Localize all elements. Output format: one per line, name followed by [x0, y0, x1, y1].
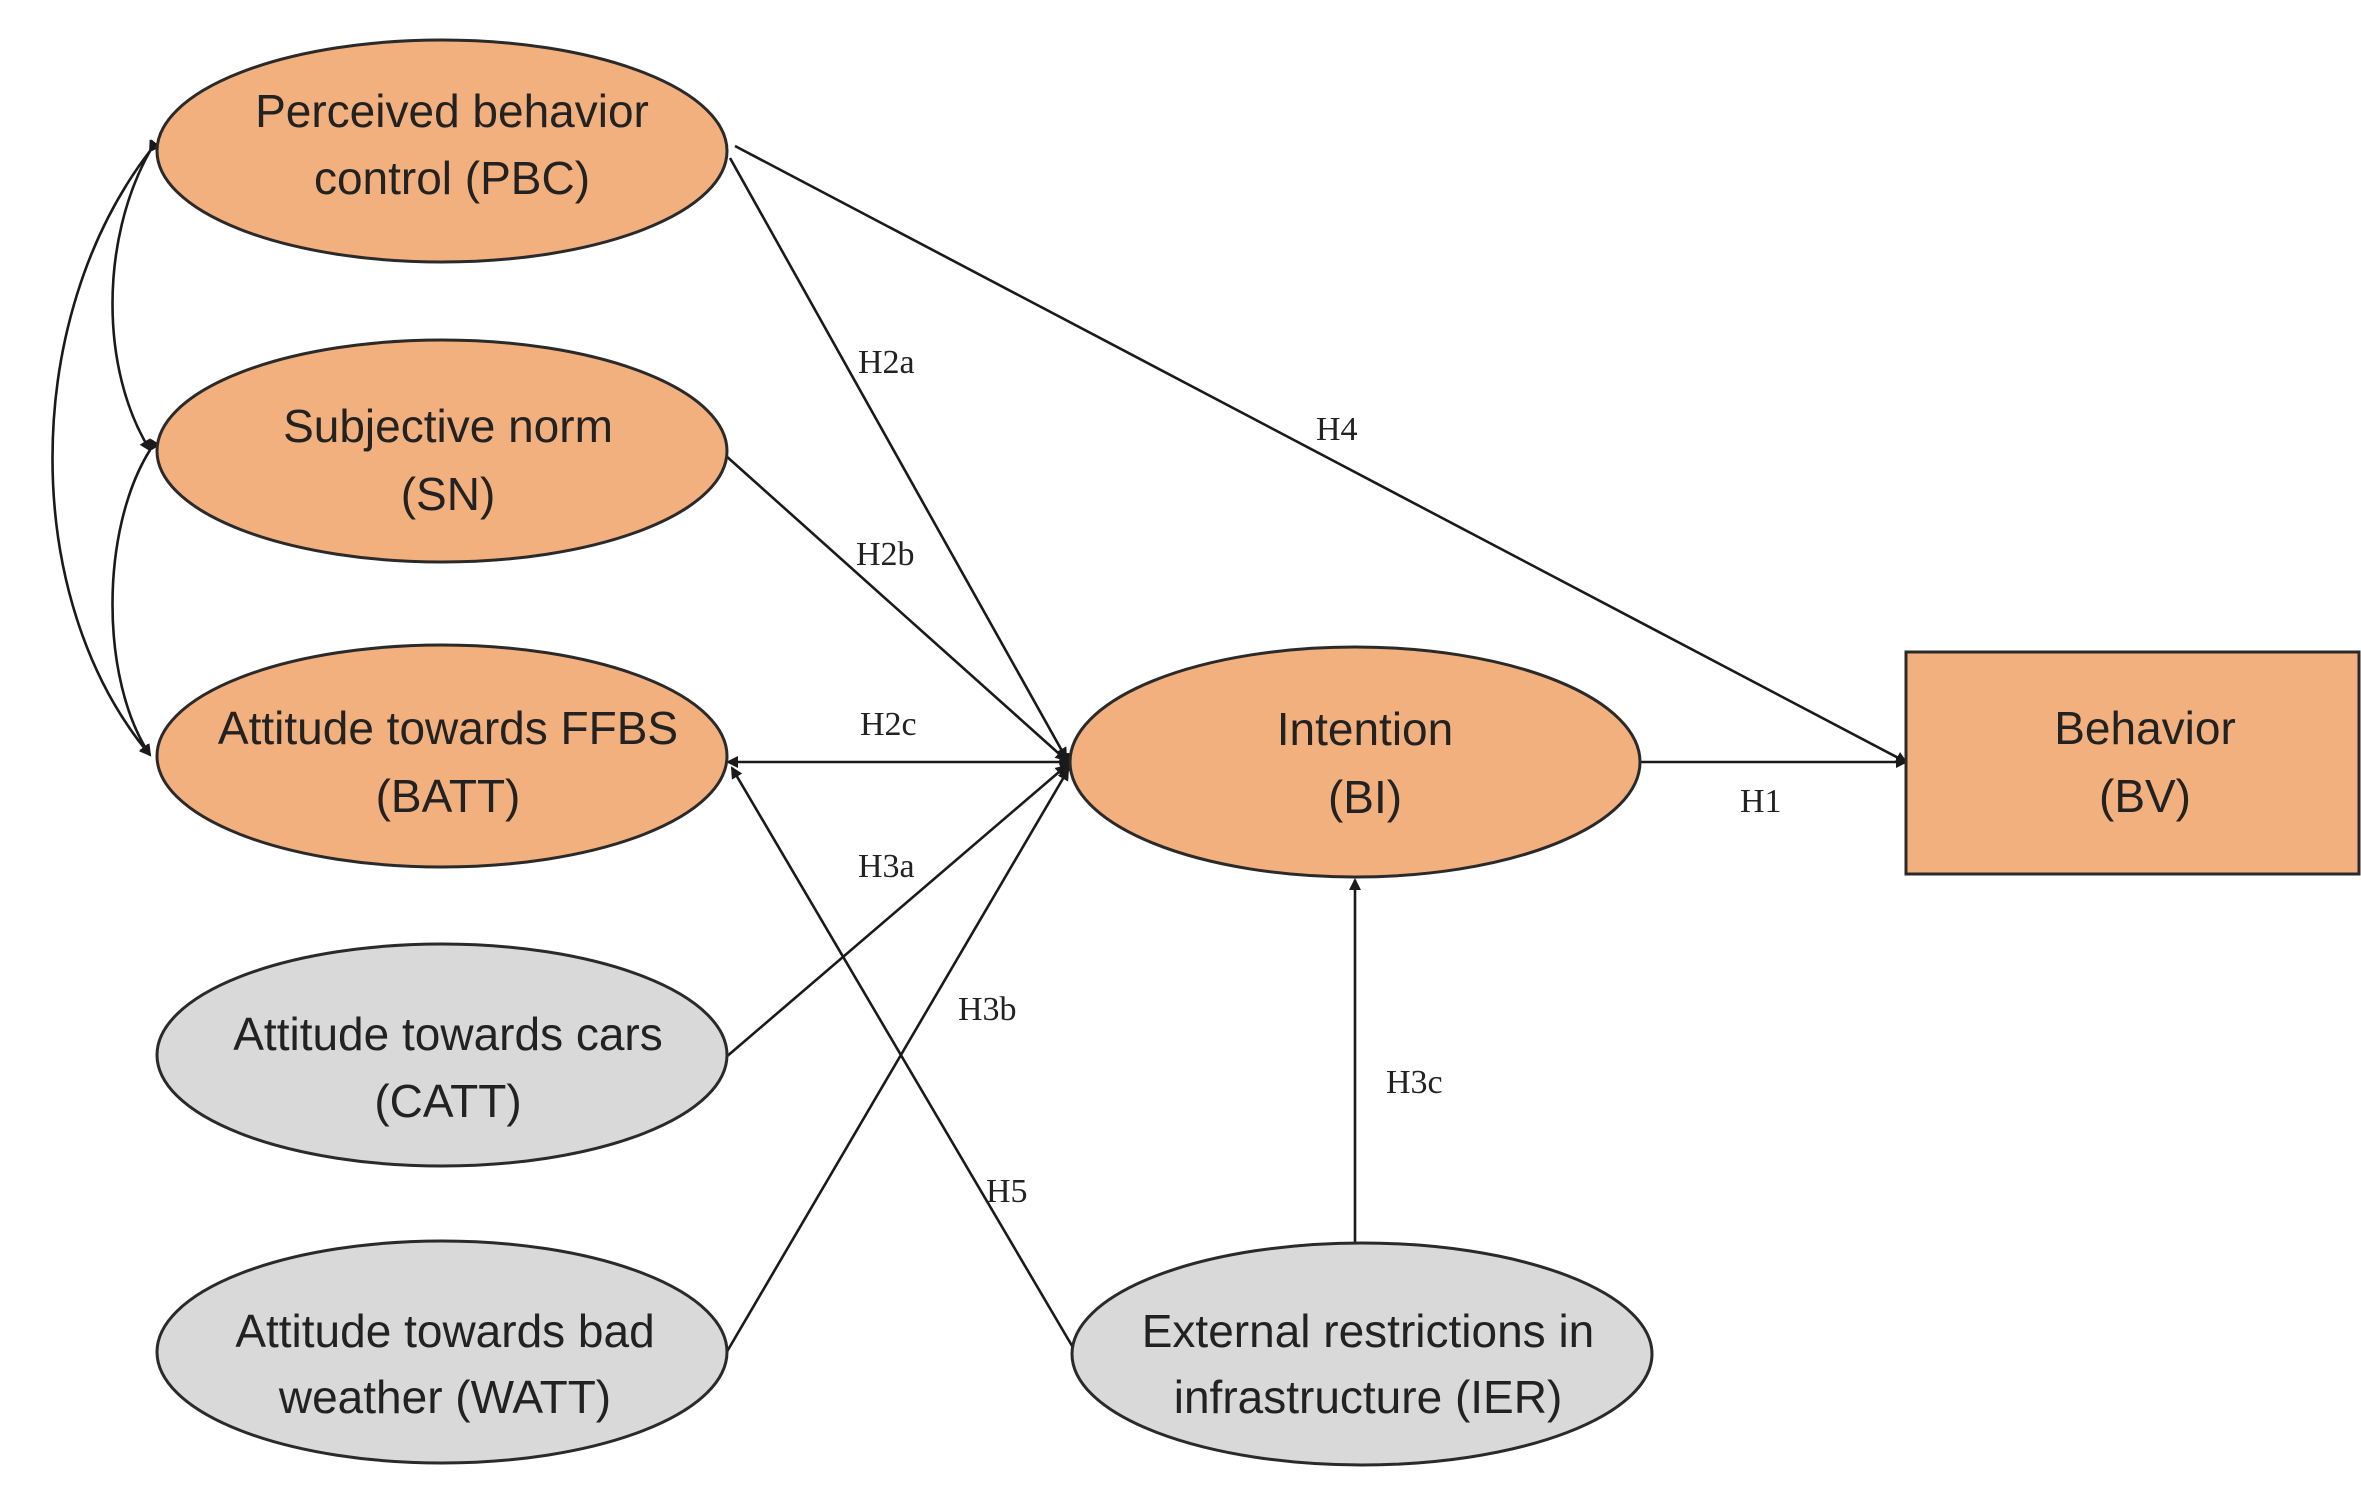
- edge-h3b: [723, 768, 1070, 1356]
- node-bi-line1: Intention: [1277, 703, 1453, 755]
- edge-label-h3c: H3c: [1386, 1064, 1443, 1101]
- node-ier-line2: infrastructure (IER): [1174, 1371, 1563, 1423]
- correlation-pbc-batt: [51, 139, 161, 757]
- node-sn-line2: (SN): [401, 468, 496, 520]
- node-pbc-line2: control (PBC): [314, 152, 590, 204]
- node-catt-line1: Attitude towards cars: [233, 1008, 663, 1060]
- edge-label-h4: H4: [1316, 411, 1358, 448]
- edge-h5: [730, 766, 1080, 1357]
- edge-label-h3b: H3b: [958, 991, 1017, 1028]
- node-catt-line2: (CATT): [374, 1075, 521, 1127]
- edge-label-h2a: H2a: [858, 344, 915, 381]
- node-watt: Attitude towards bad weather (WATT): [155, 1239, 729, 1465]
- edge-h2b: [724, 454, 1068, 762]
- node-pbc: Perceived behavior control (PBC): [155, 38, 729, 264]
- node-bv-line1: Behavior: [2054, 702, 2236, 754]
- correlation-pbc-sn: [111, 139, 161, 452]
- node-watt-line1: Attitude towards bad: [235, 1305, 654, 1357]
- node-bv-line2: (BV): [2099, 770, 2191, 822]
- node-batt: Attitude towards FFBS (BATT): [155, 643, 729, 869]
- node-watt-line2: weather (WATT): [278, 1371, 611, 1423]
- edge-h4: [734, 144, 1908, 764]
- node-bi: Intention (BI): [1068, 645, 1642, 879]
- node-sn: Subjective norm (SN): [155, 338, 729, 564]
- node-ier: External restrictions in infrastructure …: [1070, 1241, 1654, 1467]
- edge-label-h2b: H2b: [856, 536, 915, 573]
- edge-label-h3a: H3a: [858, 848, 915, 885]
- node-sn-line1: Subjective norm: [283, 400, 613, 452]
- edge-h3a: [724, 764, 1068, 1059]
- edge-label-h1: H1: [1740, 783, 1782, 820]
- node-catt: Attitude towards cars (CATT): [155, 942, 729, 1168]
- node-ier-line1: External restrictions in: [1142, 1305, 1595, 1357]
- edge-h2a: [728, 157, 1068, 760]
- node-bv: Behavior (BV): [1904, 650, 2361, 876]
- node-batt-line1: Attitude towards FFBS: [218, 702, 678, 754]
- node-pbc-line1: Perceived behavior: [255, 85, 649, 137]
- correlation-sn-batt: [111, 438, 161, 757]
- node-batt-line2: (BATT): [376, 770, 521, 822]
- edge-label-h5: H5: [986, 1173, 1028, 1210]
- edge-label-h2c: H2c: [860, 706, 917, 743]
- node-bi-line2: (BI): [1328, 771, 1402, 823]
